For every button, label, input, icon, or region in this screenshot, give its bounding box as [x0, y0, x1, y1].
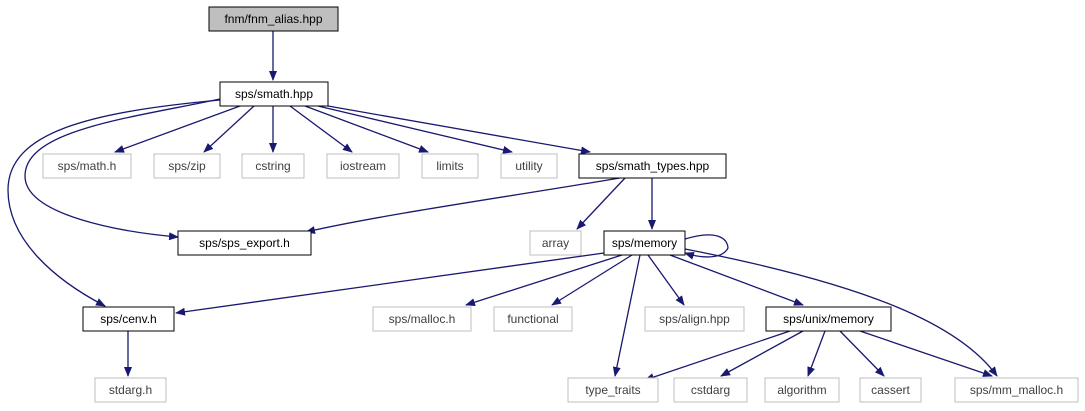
node-box: [241, 153, 305, 179]
edge-unix_memory-to-mm_malloc: [859, 330, 993, 377]
node-box: [153, 153, 221, 179]
node-unix_memory[interactable]: sps/unix/memory: [765, 306, 892, 332]
edge-smath-to-smath_types: [327, 105, 591, 155]
node-label: sps/cenv.h: [100, 312, 156, 326]
node-box: [326, 153, 400, 179]
edge-smath-to-iostream: [289, 105, 353, 153]
edge-unix_memory-to-cassert: [839, 330, 885, 377]
node-cassert: cassert: [859, 377, 922, 403]
node-box: [421, 153, 479, 179]
edge-memory-to-cenv: [175, 252, 605, 316]
nodes-layer: fnm/fnm_alias.hpp sps/smath.hpp sps/math.h…: [42, 6, 1079, 403]
node-box: [603, 230, 686, 256]
node-box: [372, 306, 472, 332]
edges-layer: [7, 31, 998, 381]
node-algorithm: algorithm: [764, 377, 840, 403]
node-mm_malloc: sps/mm_malloc.h: [954, 377, 1079, 403]
node-label: cstring: [255, 159, 290, 173]
node-type_traits: type_traits: [567, 377, 659, 403]
edge-memory-to-type_traits: [612, 254, 641, 377]
node-label: sps/sps_export.h: [199, 236, 290, 250]
edge-memory-to-memory: [684, 234, 729, 260]
node-box: [82, 306, 175, 332]
node-label: sps/smath_types.hpp: [596, 159, 710, 173]
node-box: [42, 153, 132, 179]
node-iostream: iostream: [326, 153, 400, 179]
node-label: iostream: [340, 159, 386, 173]
edge-memory-to-mm_malloc: [684, 248, 998, 377]
edge-smath_types-to-sps_export: [305, 177, 621, 234]
node-sps_export[interactable]: sps/sps_export.h: [177, 230, 312, 256]
node-box: [673, 377, 748, 403]
node-label: sps/malloc.h: [389, 312, 456, 326]
edge-smath-to-sps_export: [24, 98, 221, 241]
edge-memory-to-functional: [551, 254, 633, 306]
node-cstring: cstring: [241, 153, 305, 179]
node-label: sps/smath.hpp: [235, 87, 313, 101]
node-box: [567, 377, 659, 403]
edge-unix_memory-to-algorithm: [807, 330, 826, 377]
edge-memory-to-align: [647, 254, 685, 306]
edge-smath-to-limits: [304, 105, 429, 153]
node-label: sps/zip: [168, 159, 206, 173]
node-label: fnm/fnm_alias.hpp: [224, 12, 322, 26]
node-smath_types[interactable]: sps/smath_types.hpp: [578, 153, 727, 179]
node-align: sps/align.hpp: [644, 306, 745, 332]
node-box: [765, 306, 892, 332]
node-box: [177, 230, 312, 256]
node-label: cstdarg: [691, 383, 730, 397]
edge-smath-to-cenv: [7, 99, 221, 307]
node-limits: limits: [421, 153, 479, 179]
node-box: [529, 230, 582, 256]
edge-memory-to-malloc: [465, 254, 623, 307]
node-functional: functional: [493, 306, 573, 332]
edge-smath_types-to-array: [576, 177, 626, 230]
edge-memory-to-unix_memory: [669, 254, 804, 306]
edge-smath-to-utility: [317, 105, 513, 154]
node-malloc: sps/malloc.h: [372, 306, 472, 332]
edge-unix_memory-to-type_traits: [644, 330, 791, 381]
node-label: sps/math.h: [58, 159, 117, 173]
node-label: functional: [507, 312, 558, 326]
node-box: [500, 153, 558, 179]
edge-unix_memory-to-cstdarg: [720, 330, 804, 377]
node-label: type_traits: [585, 383, 640, 397]
edge-smath-to-zip: [203, 105, 255, 153]
node-utility: utility: [500, 153, 558, 179]
node-label: stdarg.h: [109, 383, 152, 397]
node-box: [859, 377, 922, 403]
node-box: [954, 377, 1079, 403]
node-label: algorithm: [777, 383, 826, 397]
edge-smath-to-math_h: [114, 105, 241, 153]
node-zip: sps/zip: [153, 153, 221, 179]
node-stdarg: stdarg.h: [94, 377, 167, 403]
node-box: [219, 81, 329, 107]
node-box: [578, 153, 727, 179]
node-box: [94, 377, 167, 403]
node-label: limits: [436, 159, 463, 173]
node-label: sps/mm_malloc.h: [970, 383, 1063, 397]
node-label: sps/unix/memory: [783, 312, 874, 326]
node-label: sps/align.hpp: [659, 312, 730, 326]
node-label: utility: [515, 159, 542, 173]
node-label: sps/memory: [612, 236, 677, 250]
node-box: [644, 306, 745, 332]
node-box: [208, 6, 339, 32]
node-memory[interactable]: sps/memory: [603, 230, 686, 256]
node-cenv[interactable]: sps/cenv.h: [82, 306, 175, 332]
node-array: array: [529, 230, 582, 256]
node-math_h: sps/math.h: [42, 153, 132, 179]
node-fnm_alias[interactable]: fnm/fnm_alias.hpp: [208, 6, 339, 32]
node-label: array: [542, 236, 569, 250]
node-smath[interactable]: sps/smath.hpp: [219, 81, 329, 107]
node-box: [493, 306, 573, 332]
node-cstdarg: cstdarg: [673, 377, 748, 403]
node-box: [764, 377, 840, 403]
node-label: cassert: [871, 383, 910, 397]
